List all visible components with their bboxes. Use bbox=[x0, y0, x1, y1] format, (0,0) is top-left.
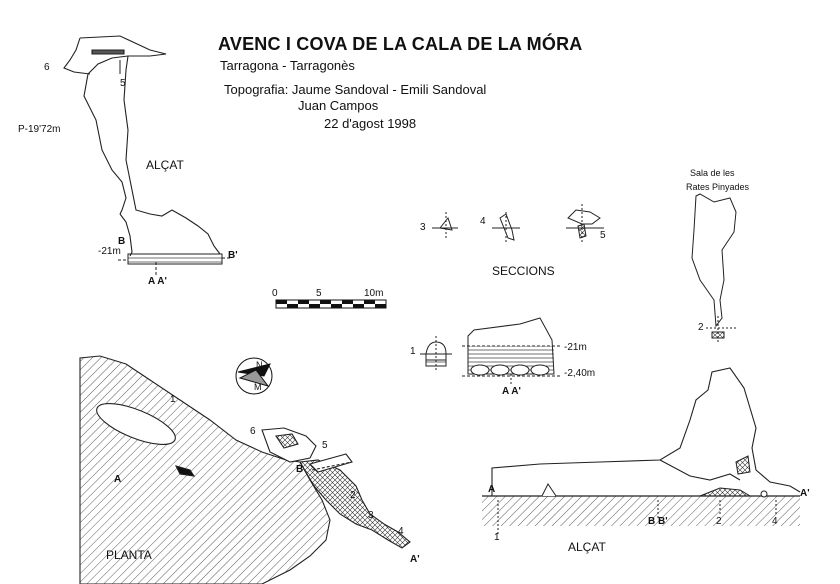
elevation-left-station-6: 6 bbox=[44, 62, 50, 73]
section-aa-label: A A' bbox=[502, 386, 521, 397]
elevation-left-section-aa: A A' bbox=[148, 276, 167, 287]
section-aa-shape bbox=[462, 317, 560, 386]
scale-tick-10m: 10m bbox=[364, 288, 384, 299]
section-1-shape bbox=[420, 336, 452, 372]
elevation-left-water bbox=[127, 253, 223, 265]
scale-bar bbox=[275, 299, 387, 309]
elevation-left-pitch: P-19'72m bbox=[18, 124, 61, 135]
section-depth-240: -2,40m bbox=[564, 368, 596, 379]
section-3-shape bbox=[432, 212, 458, 240]
elevation-right-water bbox=[482, 496, 800, 526]
survey-date: 22 d'agost 1998 bbox=[324, 116, 417, 131]
survey-title: AVENC I COVA DE LA CALA DE LA MÓRA bbox=[218, 34, 583, 54]
plan-station-6: 6 bbox=[250, 426, 256, 437]
scale-tick-5: 5 bbox=[316, 288, 322, 299]
elevation-right-station-1: 1 bbox=[494, 532, 500, 543]
plan-label: PLANTA bbox=[106, 548, 152, 562]
elevation-right-marker-bb: B B' bbox=[648, 516, 668, 527]
compass-m: M bbox=[254, 382, 262, 392]
elevation-left-station-5: 5 bbox=[120, 78, 126, 89]
plan-station-5: 5 bbox=[322, 440, 328, 451]
plan-marker-a-prime: A' bbox=[410, 554, 420, 565]
elevation-right-block-1 bbox=[541, 483, 557, 497]
survey-location: Tarragona - Tarragonès bbox=[220, 58, 355, 73]
elevation-right-marker-a: A bbox=[488, 484, 496, 495]
elevation-left-section-b: B bbox=[118, 236, 126, 247]
scale-tick-0: 0 bbox=[272, 288, 278, 299]
section-5-label: 5 bbox=[600, 230, 606, 241]
section-2-shape bbox=[691, 193, 737, 342]
survey-topography-line2: Juan Campos bbox=[298, 98, 379, 113]
survey-topography-line1: Topografia: Jaume Sandoval - Emili Sando… bbox=[224, 82, 487, 97]
elevation-right-station-2: 2 bbox=[716, 516, 722, 527]
elevation-right-label: ALÇAT bbox=[568, 540, 606, 554]
section-4-label: 4 bbox=[480, 216, 486, 227]
room-label-line1: Sala de les bbox=[690, 168, 735, 178]
elevation-right-block-3 bbox=[735, 455, 751, 475]
compass-n: N bbox=[256, 360, 263, 370]
elevation-left-depth: -21m bbox=[98, 246, 121, 257]
elevation-right-outline bbox=[491, 367, 801, 496]
elevation-left-section-bp: B' bbox=[228, 250, 238, 261]
plan-marker-a: A bbox=[114, 474, 122, 485]
section-3-label: 3 bbox=[420, 222, 426, 233]
elevation-right-station-4: 4 bbox=[772, 516, 778, 527]
section-depth-21: -21m bbox=[564, 342, 587, 353]
elevation-right-pebble bbox=[760, 490, 768, 498]
elevation-right-marker-a-prime: A' bbox=[800, 488, 810, 499]
elevation-left-outline bbox=[63, 35, 221, 257]
sections-label: SECCIONS bbox=[492, 264, 555, 278]
plan-cave-outline bbox=[79, 355, 411, 584]
elevation-right-block-2 bbox=[699, 487, 752, 497]
room-label-line2: Rates Pinyades bbox=[686, 182, 750, 192]
section-4-shape bbox=[492, 212, 520, 242]
elevation-left-label: ALÇAT bbox=[146, 158, 184, 172]
section-1-label: 1 bbox=[410, 346, 416, 357]
section-5-shape bbox=[566, 204, 604, 244]
plan-station-4: 4 bbox=[398, 526, 404, 537]
plan-station-2: 2 bbox=[350, 490, 356, 501]
plan-marker-b: B bbox=[296, 464, 304, 475]
plan-station-1: 1 bbox=[170, 394, 176, 405]
section-2-label: 2 bbox=[698, 322, 704, 333]
plan-station-3: 3 bbox=[368, 510, 374, 521]
compass-rose bbox=[235, 357, 273, 395]
